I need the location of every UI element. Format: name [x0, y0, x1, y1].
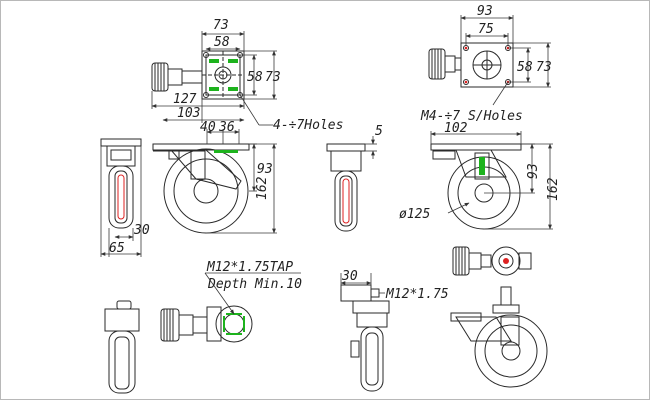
- dim-caster-b-overall: 102: [444, 121, 468, 136]
- caster-a-front-view: [100, 138, 142, 229]
- thread-tap-note: M12*1.75TAP: [206, 260, 293, 275]
- caster-c-top-view: [452, 246, 532, 276]
- dim-caster-b-height: 162: [546, 177, 561, 201]
- plate-a-holes-note: 4-÷7Holes: [273, 118, 343, 133]
- dim-plate-a-hole-span: 58: [214, 35, 230, 50]
- dim-plate-a-hole-height: 58: [247, 70, 263, 85]
- stem-caster-dims: [340, 273, 385, 294]
- caster-a-side-view: [152, 143, 250, 234]
- dim-caster-a-height: 162: [255, 176, 270, 200]
- dim-caster-a-wheel-width: 30: [133, 223, 150, 238]
- dim-plate-b-height: 73: [536, 60, 552, 75]
- thread-note-leader: [204, 272, 301, 315]
- dim-caster-a-axle-height: 93: [257, 162, 273, 177]
- dim-plate-b-hole-height: 58: [517, 60, 533, 75]
- caster-f-side-view: [450, 286, 548, 388]
- thread-depth-note: Depth Min.10: [207, 277, 302, 292]
- plate-b-holes-note: M4-÷7 S/Holes: [420, 109, 523, 124]
- dim-plate-a-height: 73: [265, 70, 281, 85]
- stem-caster-view: [340, 284, 390, 392]
- dim-plate-a-overall: 127: [173, 92, 197, 107]
- caster-a-side-dims: [206, 129, 277, 234]
- dim-caster-a-plate-width: 65: [109, 241, 125, 256]
- dim-caster-a-offset-2: 36: [218, 120, 235, 135]
- caster-a-green: [214, 150, 238, 153]
- caster-b-side-view: [430, 143, 522, 230]
- mount-plate-a-view: [151, 50, 245, 100]
- dim-plate-a-offset: 103: [177, 106, 200, 121]
- dim-caster-b-wheel-diameter: ø125: [399, 207, 430, 222]
- dim-plate-a-width: 73: [213, 18, 229, 33]
- caster-b-front-view: [326, 143, 366, 232]
- dim-plate-b-hole-span: 75: [478, 22, 494, 37]
- mount-plate-b-dims: [460, 15, 551, 106]
- caster-a-front-dims: [100, 146, 142, 257]
- caster-a-wheel-core: [117, 174, 125, 220]
- caster-b-side-dims: [430, 131, 553, 230]
- caster-b-wheel-core: [342, 178, 350, 224]
- mount-plate-a-green: [209, 59, 238, 91]
- dim-plate-b-width: 93: [477, 4, 493, 19]
- stem-thread-note: M12*1.75: [385, 287, 449, 302]
- caster-b-green: [479, 157, 485, 175]
- mount-plate-b-view: [428, 42, 514, 88]
- dim-caster-b-plate-thickness: 5: [375, 124, 383, 139]
- caster-b-front-dims: [365, 136, 377, 159]
- dim-caster-a-offset-1: 40: [200, 120, 216, 135]
- caster-c-pivot: [503, 258, 509, 264]
- caster-d-front-view: [104, 300, 140, 394]
- caster-e-top-view: [160, 305, 253, 343]
- dim-caster-b-axle-height: 93: [526, 163, 541, 179]
- mount-plate-a-dims: [151, 31, 277, 126]
- dim-stem-length: 30: [341, 269, 358, 284]
